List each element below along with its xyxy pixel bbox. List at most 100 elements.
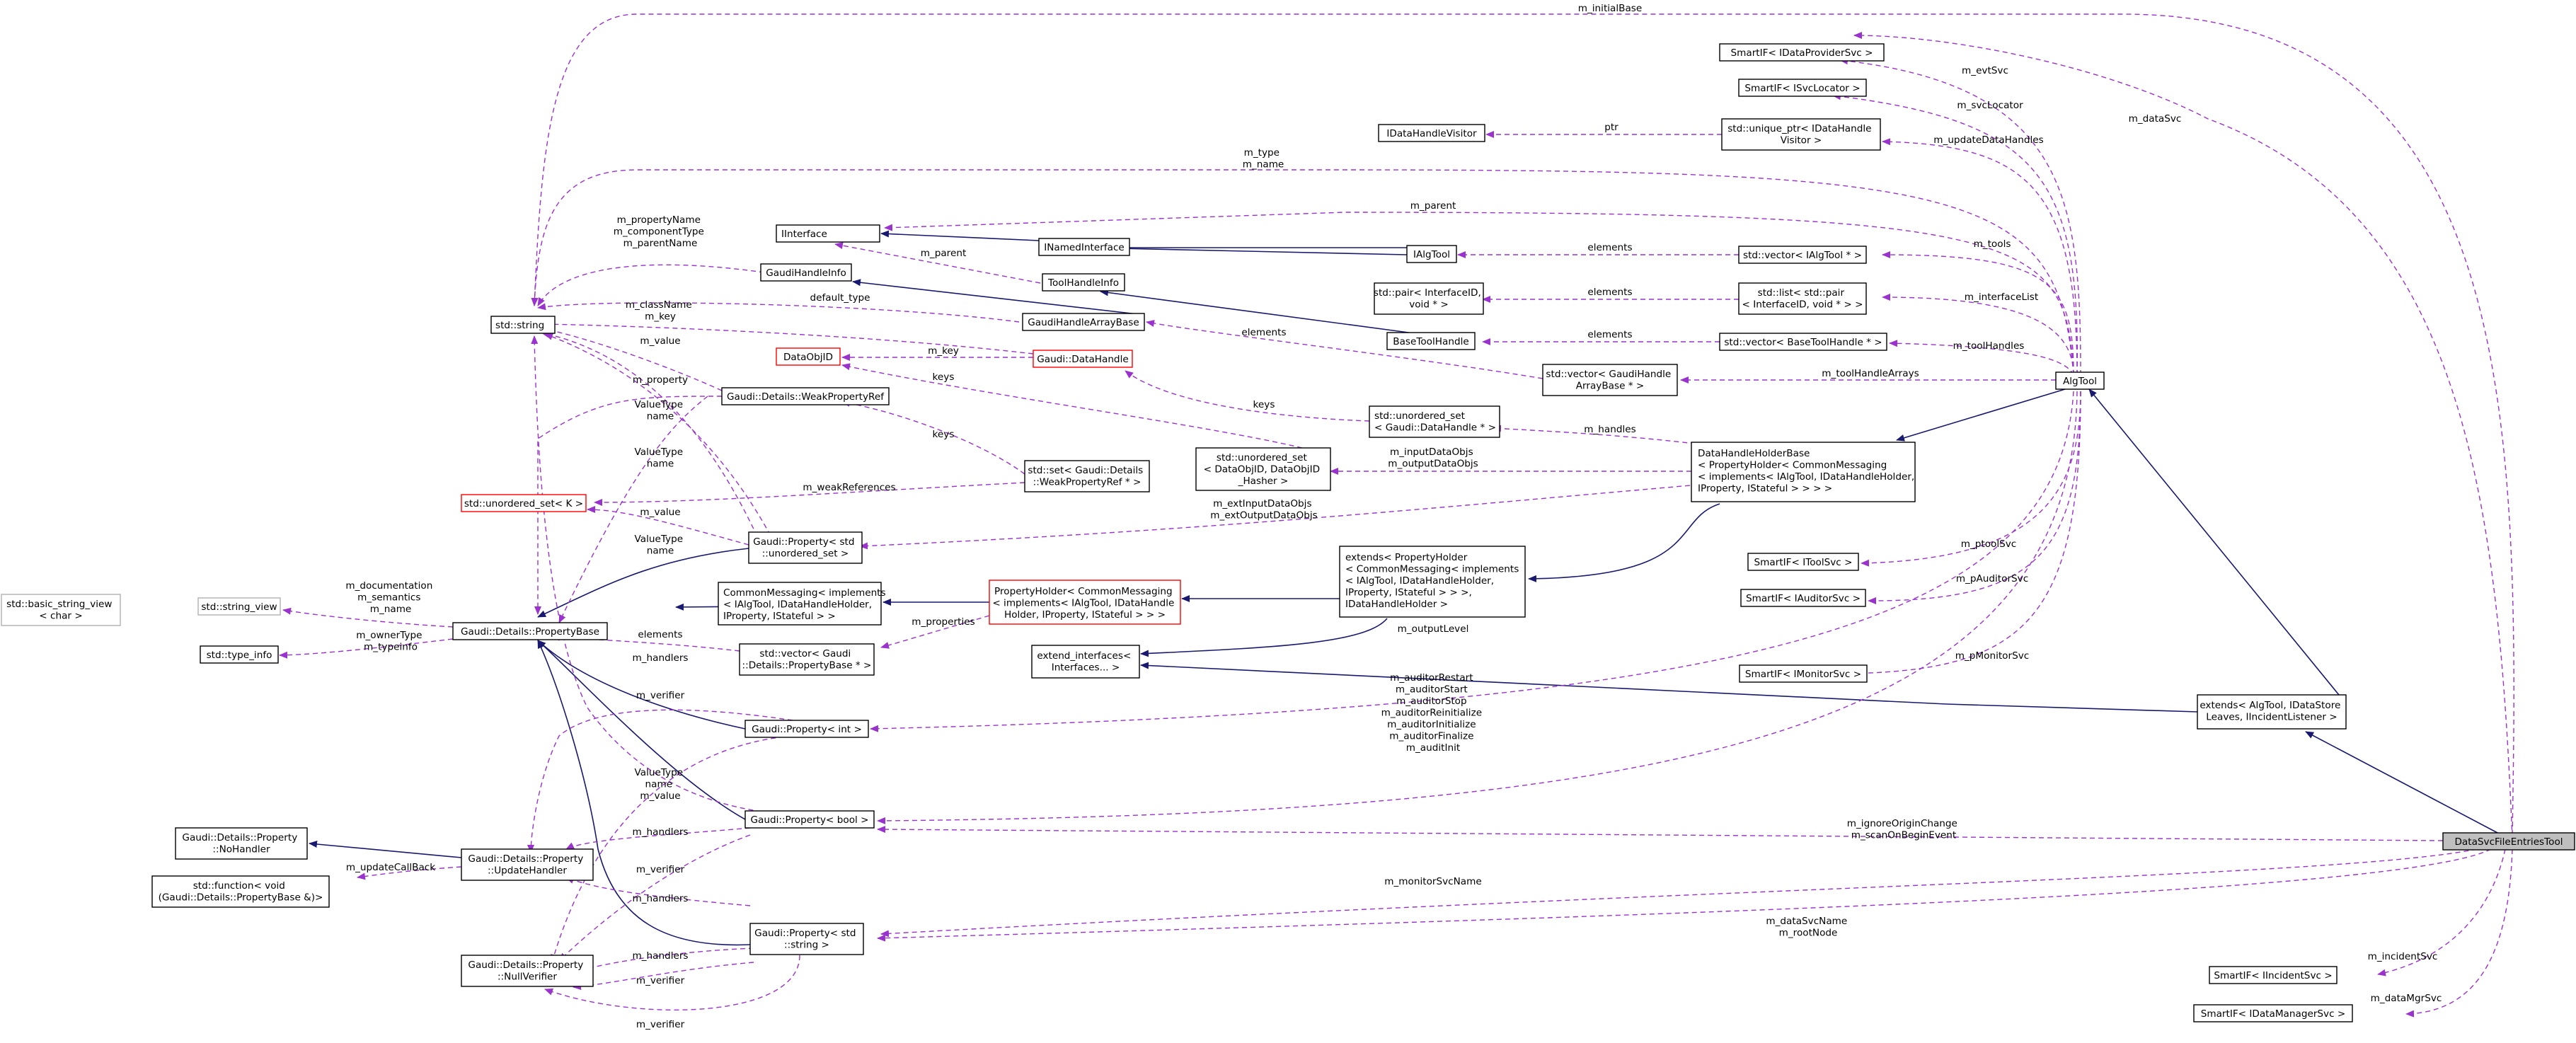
- label-default-type: default_type: [810, 292, 870, 304]
- node-unique-ptr[interactable]: std::unique_ptr< IDataHandle Visitor >: [1721, 118, 1881, 151]
- node-vector-basetoolhandle[interactable]: std::vector< BaseToolHandle * >: [1719, 333, 1887, 351]
- node-list-pair[interactable]: std::list< std::pair < InterfaceID, void…: [1738, 282, 1867, 315]
- label-elements-tools: elements: [1587, 242, 1632, 253]
- node-unordered-set-dataobjid[interactable]: std::unordered_set < DataObjID, DataObjI…: [1195, 447, 1331, 491]
- node-extend-interfaces[interactable]: extend_interfaces< Interfaces... >: [1031, 645, 1140, 679]
- inheritance-edges: [309, 230, 2513, 946]
- svg-text:std::vector< BaseToolHandle *: std::vector< BaseToolHandle * >: [1724, 337, 1882, 348]
- node-propertybase[interactable]: Gaudi::Details::PropertyBase: [452, 622, 608, 640]
- node-smartif-idataprovidersvc[interactable]: SmartIF< IDataProviderSvc >: [1719, 43, 1885, 62]
- node-std-string[interactable]: std::string: [490, 316, 556, 334]
- label-m-type-name: m_type m_name: [1243, 147, 1284, 171]
- svg-text:std::unordered_set < G: std::unordered_set < Gaudi::DataHandle *…: [1374, 410, 1496, 434]
- use-m-incidentsvc: [2377, 848, 2506, 976]
- node-property-unordered-set[interactable]: Gaudi::Property< std ::unordered_set >: [748, 531, 863, 564]
- node-set-weakpropertyref[interactable]: std::set< Gaudi::Details ::WeakPropertyR…: [1024, 460, 1150, 492]
- node-property-int[interactable]: Gaudi::Property< int >: [744, 720, 869, 738]
- node-extends-propertyholder[interactable]: extends< PropertyHolder < CommonMessagin…: [1339, 546, 1526, 618]
- node-property-string[interactable]: Gaudi::Property< std ::string >: [749, 923, 864, 955]
- svg-text:IDataHandleVisitor: IDataHandleVisitor: [1386, 128, 1477, 139]
- node-inamedinterface[interactable]: INamedInterface: [1038, 238, 1130, 256]
- svg-text:Gaudi::Details::Property: Gaudi::Details::Property ::UpdateHandler: [468, 853, 586, 877]
- node-iinterface[interactable]: IInterface: [776, 224, 880, 243]
- svg-text:Gaudi::Details::Property: Gaudi::Details::Property ::NoHandler: [182, 832, 300, 855]
- node-propertyholder[interactable]: PropertyHolder< CommonMessaging < implem…: [989, 580, 1181, 625]
- node-nullverifier[interactable]: Gaudi::Details::Property ::NullVerifier: [461, 955, 594, 987]
- node-updatehandler[interactable]: Gaudi::Details::Property ::UpdateHandler: [461, 848, 594, 881]
- node-gaudihandleinfo[interactable]: GaudiHandleInfo: [760, 263, 852, 282]
- node-gaudihandlearraybase[interactable]: GaudiHandleArrayBase: [1022, 313, 1145, 331]
- node-unordered-set-datahandle[interactable]: std::unordered_set < Gaudi::DataHandle *…: [1369, 405, 1500, 438]
- node-idatahandlevisitor[interactable]: IDataHandleVisitor: [1378, 124, 1485, 142]
- node-weakpropertyref[interactable]: Gaudi::Details::WeakPropertyRef: [721, 387, 890, 405]
- label-m-pmonitorsvc: m_pMonitorSvc: [1955, 650, 2030, 662]
- svg-text:AlgTool: AlgTool: [2063, 376, 2097, 387]
- node-vector-propertybase[interactable]: std::vector< Gaudi ::Details::PropertyBa…: [739, 643, 875, 676]
- node-smartif-iauditorsvc[interactable]: SmartIF< IAuditorSvc >: [1740, 589, 1866, 607]
- node-algtool[interactable]: AlgTool: [2055, 371, 2105, 390]
- label-ptr: ptr: [1604, 122, 1618, 133]
- node-pair-interfaceid[interactable]: std::pair< InterfaceID, void * >: [1374, 282, 1484, 315]
- use-vt-name-1: [541, 330, 765, 553]
- use-m-handlers-2: [565, 827, 751, 850]
- node-smartif-isvclocator[interactable]: SmartIF< ISvcLocator >: [1738, 79, 1867, 97]
- inherit-extendsph-extendinterfaces: [1140, 618, 1388, 657]
- node-gaudi-datahandle[interactable]: Gaudi::DataHandle: [1033, 350, 1133, 368]
- node-smartif-iincidentsvc[interactable]: SmartIF< IIncidentSvc >: [2209, 966, 2338, 984]
- label-m-updatedatahandles: m_updateDataHandles: [1933, 134, 2043, 146]
- use-default-type: [537, 302, 1020, 323]
- label-m-handlers-4: m_handlers: [632, 950, 688, 962]
- node-basic-string-view[interactable]: std::basic_string_view < char >: [1, 594, 121, 626]
- node-extends-algtool[interactable]: extends< AlgTool, IDataStore Leaves, IIn…: [2197, 694, 2347, 730]
- svg-text:CommonMessaging< implements: CommonMessaging< implements < IAlgTool, …: [723, 587, 889, 622]
- label-m-handlers-3: m_handlers: [632, 893, 688, 904]
- node-dataobjid[interactable]: DataObjID: [776, 347, 841, 366]
- node-unordered-set-k[interactable]: std::unordered_set< K >: [461, 494, 587, 512]
- label-elements-tha: elements: [1587, 329, 1632, 340]
- node-smartif-itoolsvc[interactable]: SmartIF< IToolSvc >: [1747, 553, 1859, 571]
- svg-text:Gaudi::Details::WeakPropertyRe: Gaudi::Details::WeakPropertyRef: [727, 391, 885, 403]
- svg-text:IInterface: IInterface: [781, 229, 827, 240]
- node-property-bool[interactable]: Gaudi::Property< bool >: [744, 810, 875, 829]
- inherit-extends-algtool: [2088, 388, 2340, 696]
- label-m-verifier-1: m_verifier: [636, 690, 685, 701]
- node-ialgtool[interactable]: IAlgTool: [1406, 245, 1457, 263]
- use-keys-dobj: [841, 363, 1303, 449]
- node-commonmessaging[interactable]: CommonMessaging< implements < IAlgTool, …: [718, 582, 889, 626]
- node-datahandleholderbase[interactable]: DataHandleHolderBase < PropertyHolder< C…: [1691, 442, 1918, 502]
- node-basetoolhandle[interactable]: BaseToolHandle: [1386, 332, 1476, 350]
- label-m-verifier-4: m_verifier: [636, 1019, 685, 1030]
- svg-text:DataObjID: DataObjID: [783, 352, 833, 363]
- use-m-datamgrsvc: [2405, 848, 2513, 1018]
- node-smartif-imonitorsvc[interactable]: SmartIF< IMonitorSvc >: [1739, 664, 1868, 683]
- use-m-initialbase: [531, 13, 2514, 836]
- label-m-key: m_key: [928, 345, 959, 357]
- svg-text:SmartIF< IDataManagerSvc >: SmartIF< IDataManagerSvc >: [2201, 1008, 2346, 1020]
- label-elements-pair: elements: [1587, 287, 1632, 298]
- label-m-value-us: m_value: [640, 507, 680, 518]
- use-m-verifier-4: [544, 955, 800, 1011]
- use-m-extinputdataobjs: [859, 484, 1699, 550]
- label-m-parent-ti: m_parent: [921, 248, 967, 259]
- node-type-info[interactable]: std::type_info: [200, 645, 279, 664]
- node-datasvcfileentriestool[interactable]: DataSvcFileEntriesTool: [2442, 832, 2575, 851]
- svg-text:extends< PropertyHolder: extends< PropertyHolder < CommonMessagin…: [1345, 552, 1522, 610]
- use-m-parent: [884, 212, 2074, 376]
- use-elements-handles: [1146, 320, 1543, 379]
- node-function-void[interactable]: std::function< void (Gaudi::Details::Pro…: [151, 875, 330, 908]
- svg-text:IAlgTool: IAlgTool: [1413, 249, 1450, 260]
- usage-edges: [279, 13, 2514, 1018]
- use-m-type-name: [531, 169, 2074, 376]
- use-m-weakreferences: [594, 482, 1025, 506]
- node-smartif-idatamanagersvc[interactable]: SmartIF< IDataManagerSvc >: [2193, 1004, 2353, 1022]
- node-string-view[interactable]: std::string_view: [197, 597, 281, 616]
- svg-text:std::basic_string_view: std::basic_string_view < char >: [6, 599, 115, 622]
- svg-text:std::type_info: std::type_info: [207, 650, 272, 661]
- use-m-datasvc: [1853, 32, 2513, 839]
- node-nohandler[interactable]: Gaudi::Details::Property ::NoHandler: [175, 827, 308, 860]
- node-vector-gaudihandlearraybase[interactable]: std::vector< GaudiHandle ArrayBase * >: [1542, 364, 1678, 396]
- node-toolhandleinfo[interactable]: ToolHandleInfo: [1042, 273, 1125, 292]
- use-m-tools: [1882, 251, 2074, 376]
- node-vector-ialgtool[interactable]: std::vector< IAlgTool * >: [1738, 246, 1867, 264]
